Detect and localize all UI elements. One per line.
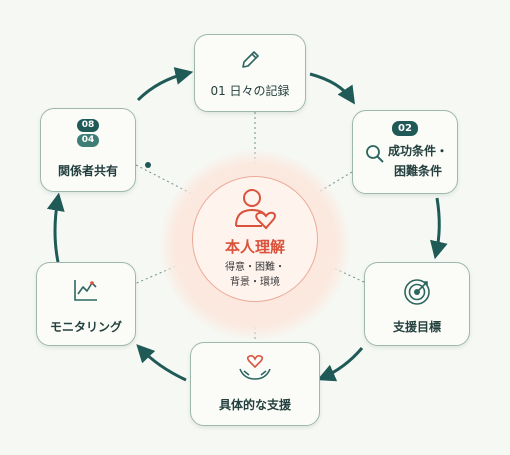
step-number-badge-secondary: 04	[76, 134, 100, 147]
cycle-arrow-record-to-conditions	[309, 72, 355, 105]
center-subtitle-line1: 得意・困難・	[225, 262, 285, 273]
step-label: 関係者共有	[57, 164, 118, 178]
center-hub	[192, 176, 318, 302]
step-conditions[interactable]: 02 成功条件・ 困難条件	[352, 110, 458, 194]
cycle-arrow-share-to-record	[136, 67, 194, 102]
step-label-line2: 困難条件	[393, 164, 442, 178]
step-number-badge: 02	[392, 121, 418, 136]
step-label-line1: 成功条件・	[387, 144, 448, 158]
step-label: 支援目標	[392, 320, 441, 334]
cycle-arrow-goal-to-support	[317, 347, 364, 382]
magnifier-icon	[366, 145, 384, 163]
step-concrete-support[interactable]: 具体的な支援	[190, 342, 320, 426]
cycle-arrow-support-to-monitoring	[136, 344, 187, 382]
center-subtitle-line2: 背景・環境	[230, 277, 280, 288]
step-label: 日々の記録	[229, 84, 290, 98]
spoke-monitoring	[131, 257, 196, 286]
cycle-arrow-conditions-to-goal	[430, 197, 448, 260]
step-stakeholder-share[interactable]: 08 04 関係者共有	[40, 108, 136, 192]
target-icon	[404, 279, 430, 305]
heart-hands-icon	[239, 355, 271, 380]
step-monitoring[interactable]: モニタリング	[36, 262, 136, 346]
pencil-icon	[242, 51, 259, 68]
step-number: 01	[210, 84, 226, 98]
step-label: 具体的な支援	[218, 398, 291, 412]
step-support-goal[interactable]: 支援目標	[364, 262, 470, 346]
step-number-badge: 08	[76, 119, 100, 132]
center-title: 本人理解	[224, 238, 285, 256]
step-label: モニタリング	[49, 320, 122, 334]
chart-icon	[74, 280, 97, 301]
step-daily-record[interactable]: 01 日々の記録	[194, 34, 306, 112]
cycle-arrow-monitoring-to-share	[46, 192, 65, 263]
person-heart-icon	[235, 189, 276, 230]
